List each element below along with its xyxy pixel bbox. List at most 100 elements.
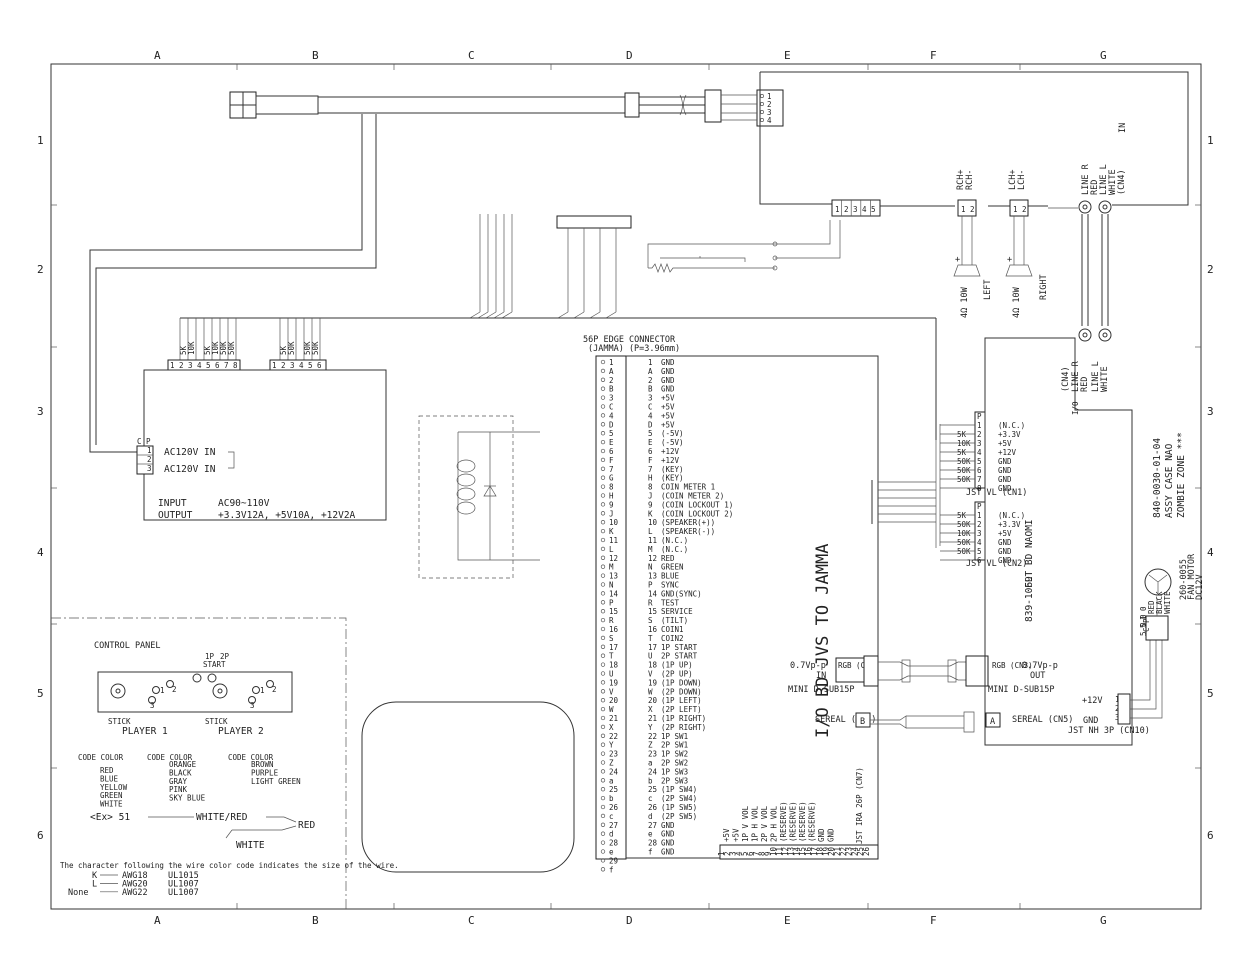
svg-text:+: + [1007,255,1012,265]
jamma-pin-label: 25 [609,785,618,794]
jamma-signal-pin: T [648,634,653,643]
cn-signal-name: GND [998,484,1012,493]
jamma-pin-label: L [609,545,614,554]
cp-pin-number: 3 [147,464,152,473]
amp-pin-number: 4 [862,205,867,214]
jamma-signal-pin: 28 [648,839,658,848]
jamma-signal-name: +5V [661,403,675,412]
grid-col-label-top: F [930,49,937,62]
cn-wire-code: 5K [957,448,967,457]
cn7-pin-number: 3 [729,851,738,856]
jamma-signal-name: GND [661,848,675,857]
jamma-pin [600,831,606,836]
color-code: WHITE [100,800,123,809]
cn10-signal-name: GND [1083,716,1098,726]
color-code: GRAY [169,777,188,786]
jamma-pin-label: X [609,723,614,732]
awg-code: None [68,888,88,898]
jamma-signal-name: GREEN [661,563,684,572]
jamma-pin [600,849,606,854]
cn-signal-name: +12V [998,448,1017,457]
cn7-signal-name: (RESERVE) [789,801,798,842]
cn7-signal-name: (RESERVE) [798,801,807,842]
color-code: BLUE [100,774,119,783]
jamma-pin-label: 17 [609,643,618,652]
grid-row-label-right: 1 [1207,134,1214,147]
grid-col-label-top: A [154,49,161,62]
button-number: 2 [272,685,277,694]
cn-pin-number: 8 [977,484,982,493]
jamma-signal-pin: 26 [648,803,658,812]
jamma-signal-pin: A [648,367,653,376]
grid-col-label-top: C [468,49,475,62]
volume-pot [647,220,841,273]
jamma-signal-pin: 3 [648,394,653,403]
grid-col-label-top: E [784,49,791,62]
jamma-signal-name: 2P SW2 [661,759,688,768]
jamma-signal-pin: 18 [648,661,658,670]
jamma-pin-label: 28 [609,839,619,848]
grid-col-label-bottom: D [626,914,633,927]
cn-signal-name: +3.3V [998,520,1021,529]
jamma-pin-label: F [609,456,614,465]
jamma-pin [600,733,606,738]
jamma-signal-pin: 6 [648,447,653,456]
jamma-pin [600,484,606,489]
plug-pin-number: 2 [767,100,772,109]
naomi-line-l: LINE L [1091,361,1101,392]
cn-signal-name: (N.C.) [998,421,1025,430]
cn7-pin-number: 22 [839,847,848,856]
jamma-pin [600,537,606,543]
fan-motor: 260-0055 FAN MOTOR DC12V [1144,553,1205,600]
jamma-signal-name: (2P LEFT) [661,705,702,714]
cn-pin-number: P [977,502,982,511]
cn10-wire-color: BLACK [1155,591,1164,614]
cn7-pin-number: 9 [763,851,772,856]
cn7-signal-name: (RESERVE) [808,801,817,842]
jamma-pin-label: N [609,581,614,590]
rgb-in-level: 0.7Vp-p [790,661,826,671]
cn-signal-name: GND [998,466,1012,475]
cn7-pin-number: 26 [862,846,871,856]
cn-pin-number: 2 [977,520,982,529]
code-header-1: CODE COLOR [78,753,124,762]
plug-pin-number: 3 [767,108,772,117]
cn7-pin-number: 17 [810,847,819,856]
cn7-pin-number: 10 [769,846,778,856]
jamma-signal-pin: C [648,403,653,412]
cn7-pin-number: 24 [850,846,859,856]
cn-wire-code: 50K [957,520,971,529]
cn-wire-code: 5K [957,430,967,439]
jamma-signal-name: RED [661,554,675,563]
ps-wire-code: 10K [211,341,220,355]
ps-pin-number: 1 [170,361,175,370]
cn-pin-number: 3 [977,529,982,538]
grid-row-label-left: 3 [37,405,44,418]
jamma-signal-pin: 21 [648,714,657,723]
in-line-l: LINE L [1099,164,1109,195]
grid-col-label-bottom: C [468,914,475,927]
coil-component [418,415,540,579]
jamma-signal-pin: 8 [648,483,653,492]
svg-text:+: + [955,255,960,265]
color-code: BROWN [251,760,274,769]
rgb-in-conn: RGB (CN5) [838,661,879,670]
cn-wire-code: 5K [957,511,967,520]
jamma-signal-pin: 13 [648,572,657,581]
jamma-signal-pin: e [648,830,653,839]
fan-voltage: DC12V [1195,574,1205,600]
jamma-pin [600,778,606,783]
jamma-pin-label: H [609,492,614,501]
cn-pin-number: 2 [977,430,982,439]
jamma-pin-label: Y [609,741,614,750]
jamma-pin-label: 13 [609,572,618,581]
cn10-cp: C P [1142,618,1151,632]
cn7-pin-number: 12 [781,847,790,856]
jamma-pin-label: 16 [609,625,619,634]
jamma-pin-label: c [609,812,614,821]
rch-minus-label: RCH- [965,170,975,190]
jamma-pin [600,804,606,810]
jamma-signal-pin: 9 [648,500,653,509]
